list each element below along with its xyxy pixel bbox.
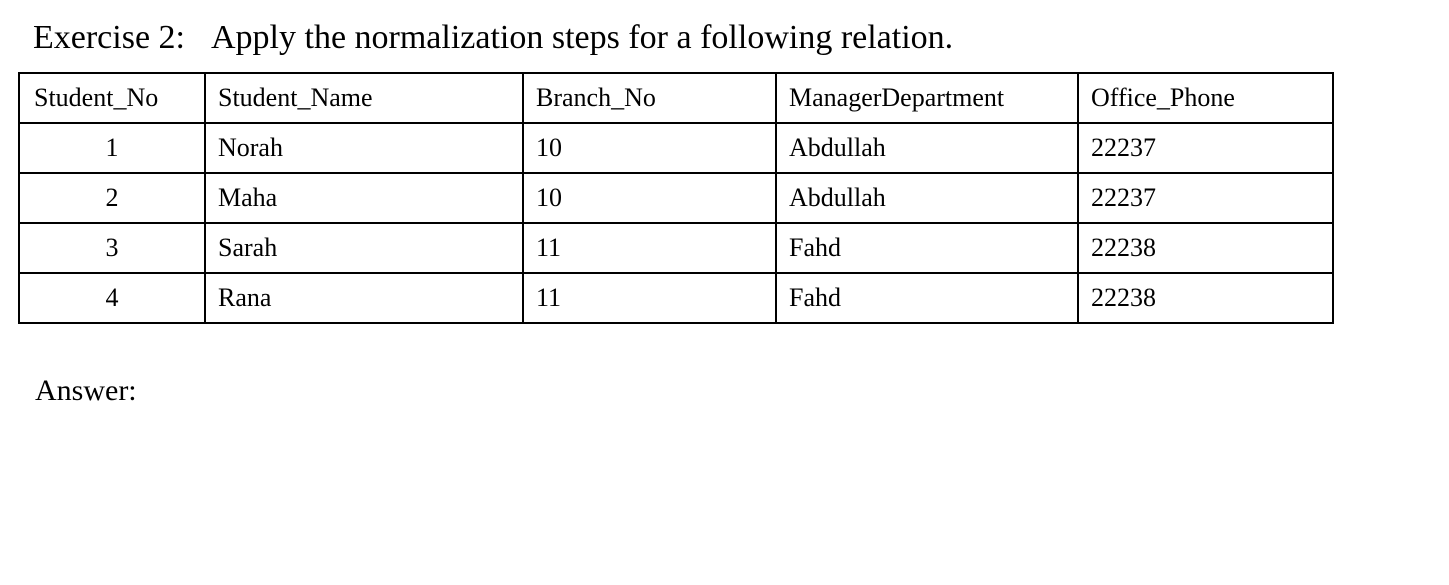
table-row: 1 Norah 10 Abdullah 22237 <box>18 122 1334 174</box>
table-row: 4 Rana 11 Fahd 22238 <box>18 272 1334 324</box>
cell-student-name: Rana <box>204 272 524 324</box>
cell-student-name: Sarah <box>204 222 524 274</box>
exercise-instruction: Apply the normalization steps for a foll… <box>211 19 954 56</box>
cell-office-phone: 22238 <box>1077 222 1334 274</box>
column-header-manager-department: ManagerDepartment <box>775 72 1079 124</box>
table-row: 2 Maha 10 Abdullah 22237 <box>18 172 1334 224</box>
cell-student-no: 3 <box>18 222 206 274</box>
cell-manager-department: Abdullah <box>775 172 1079 224</box>
cell-branch-no: 11 <box>522 222 777 274</box>
cell-student-no: 2 <box>18 172 206 224</box>
cell-manager-department: Fahd <box>775 222 1079 274</box>
table-header-row: Student_No Student_Name Branch_No Manage… <box>18 72 1334 124</box>
cell-office-phone: 22237 <box>1077 122 1334 174</box>
column-header-branch-no: Branch_No <box>522 72 777 124</box>
cell-student-no: 4 <box>18 272 206 324</box>
cell-student-no: 1 <box>18 122 206 174</box>
cell-branch-no: 11 <box>522 272 777 324</box>
column-header-office-phone: Office_Phone <box>1077 72 1334 124</box>
cell-manager-department: Abdullah <box>775 122 1079 174</box>
column-header-student-name: Student_Name <box>204 72 524 124</box>
cell-student-name: Maha <box>204 172 524 224</box>
cell-office-phone: 22238 <box>1077 272 1334 324</box>
exercise-label: Exercise 2: <box>33 19 185 56</box>
cell-branch-no: 10 <box>522 122 777 174</box>
column-header-student-no: Student_No <box>18 72 206 124</box>
table-row: 3 Sarah 11 Fahd 22238 <box>18 222 1334 274</box>
relation-table: Student_No Student_Name Branch_No Manage… <box>18 72 1334 324</box>
answer-label: Answer: <box>35 374 137 407</box>
cell-branch-no: 10 <box>522 172 777 224</box>
exercise-title: Exercise 2: Apply the normalization steps… <box>33 18 953 57</box>
cell-office-phone: 22237 <box>1077 172 1334 224</box>
cell-student-name: Norah <box>204 122 524 174</box>
cell-manager-department: Fahd <box>775 272 1079 324</box>
